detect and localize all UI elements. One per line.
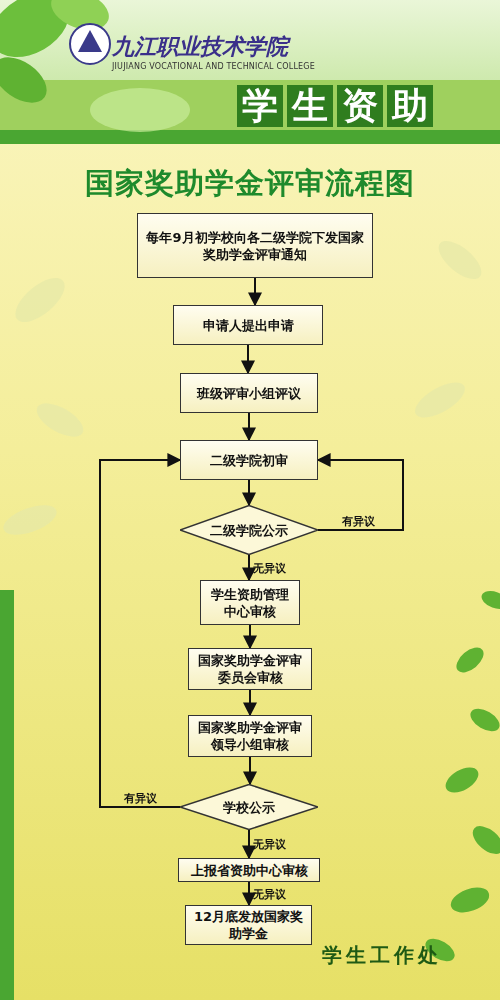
decision-diamond: 二级学院公示	[180, 505, 318, 555]
edge-label: 有异议	[124, 791, 157, 806]
flow-arrow	[100, 460, 180, 807]
process-box: 每年9月初学校向各二级学院下发国家奖助学金评审通知	[137, 213, 373, 278]
edge-label: 无异议	[253, 837, 286, 852]
banner-text: 学生资助	[242, 84, 442, 128]
node-text: 学生资助管理中心审核	[201, 586, 299, 620]
flow-arrow	[248, 555, 250, 580]
flow-arrow	[254, 278, 256, 305]
college-name: 九江职业技术学院	[112, 32, 288, 62]
node-text: 学校公示	[219, 799, 279, 816]
diagram-title: 国家奖助学金评审流程图	[0, 164, 500, 204]
process-box: 学生资助管理中心审核	[200, 580, 300, 625]
college-name: JIUJIANG VOCATIONAL AND TECHNICAL COLLEG…	[112, 62, 315, 71]
flow-arrow	[249, 757, 251, 784]
process-box: 国家奖助学金评审委员会审核	[188, 648, 312, 690]
flow-arrow	[248, 882, 250, 905]
node-text: 12月底发放国家奖助学金	[186, 908, 311, 942]
flow-arrow	[249, 625, 251, 648]
process-box: 12月底发放国家奖助学金	[185, 905, 312, 945]
node-text: 国家奖助学金评审领导小组审核	[189, 719, 311, 753]
process-box: 申请人提出申请	[173, 305, 323, 345]
node-text: 二级学院公示	[206, 522, 292, 539]
flow-arrow	[248, 480, 250, 505]
edge-label: 无异议	[253, 887, 286, 902]
node-text: 国家奖助学金评审委员会审核	[189, 652, 311, 686]
flow-arrow	[248, 413, 250, 440]
node-text: 班级评审小组评议	[193, 385, 305, 402]
department-label: 学生工作处	[322, 942, 442, 969]
edge-label: 有异议	[342, 514, 375, 529]
process-box: 上报省资助中心审核	[178, 858, 320, 882]
edge-label: 无异议	[253, 561, 286, 576]
node-text: 上报省资助中心审核	[187, 862, 312, 879]
process-box: 国家奖助学金评审领导小组审核	[188, 715, 312, 757]
flow-arrow	[247, 345, 249, 373]
flow-arrow	[249, 690, 251, 715]
node-text: 每年9月初学校向各二级学院下发国家奖助学金评审通知	[138, 229, 372, 263]
process-box: 二级学院初审	[180, 440, 318, 480]
node-text: 申请人提出申请	[199, 317, 298, 334]
process-box: 班级评审小组评议	[180, 373, 318, 413]
flow-arrow	[248, 830, 250, 858]
decision-diamond: 学校公示	[180, 784, 318, 830]
flow-arrow	[318, 460, 403, 530]
node-text: 二级学院初审	[206, 452, 292, 469]
